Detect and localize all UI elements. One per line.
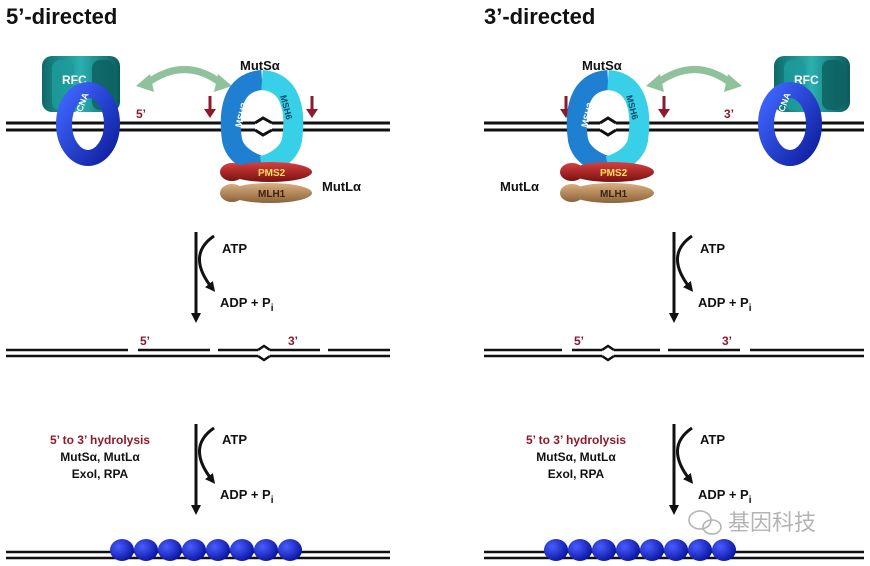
right-gap-label-5: 5’ <box>574 334 584 348</box>
svg-text:ADP + Pi: ADP + Pi <box>698 295 752 314</box>
right-rpa-beads <box>544 539 736 561</box>
right-step2-atp: ATP <box>700 432 725 447</box>
right-factors-1: MutSα, MutLα <box>536 450 616 464</box>
right-step2-arrow: ATP ADP + Pi <box>669 424 752 515</box>
left-step2-atp: ATP <box>222 432 247 447</box>
left-rpa-beads <box>110 539 302 561</box>
watermark-text: 基因科技 <box>728 511 816 536</box>
right-muts-label: MutSα <box>582 58 622 73</box>
svg-text:ADP + Pi: ADP + Pi <box>220 487 274 506</box>
left-step1-atp: ATP <box>222 241 247 256</box>
left-mutl-label: MutLα <box>322 179 361 194</box>
left-panel: 5’-directed RFC PCNA 5’ <box>6 4 390 561</box>
left-pms2-label: PMS2 <box>258 168 286 179</box>
right-step2-adp: ADP + P <box>698 487 749 502</box>
left-step1-sub: i <box>271 303 274 314</box>
left-gap-label-3: 3’ <box>288 334 298 348</box>
left-title: 5’-directed <box>6 4 117 29</box>
left-gap-label-5: 5’ <box>140 334 150 348</box>
right-rfc-label: RFC <box>794 73 819 87</box>
right-step2-sub: i <box>749 495 752 506</box>
left-mlh1-label: MLH1 <box>258 189 286 200</box>
left-step1-adp: ADP + P <box>220 295 271 310</box>
right-mutl-complex: PMS2 MLH1 <box>560 162 654 203</box>
right-hydrolysis-label: 5’ to 3’ hydrolysis <box>526 433 626 447</box>
left-mutl-complex: PMS2 MLH1 <box>220 162 312 203</box>
left-hydrolysis-label: 5’ to 3’ hydrolysis <box>50 433 150 447</box>
left-muts-label: MutSα <box>240 58 280 73</box>
left-mismatch-arrows <box>204 96 318 118</box>
right-pms2-label: PMS2 <box>600 168 628 179</box>
right-dna-gapped <box>484 344 864 362</box>
right-step1-arrow: ATP ADP + Pi <box>669 232 752 323</box>
right-mutl-label: MutLα <box>500 179 539 194</box>
left-step1-arrow: ATP ADP + Pi <box>191 232 274 323</box>
right-muts-clamp: MSH2 MSH6 <box>566 70 650 176</box>
svg-text:ADP + Pi: ADP + Pi <box>698 487 752 506</box>
left-swap-arrow <box>136 66 232 92</box>
right-panel: 3’-directed MutSα MSH2 MSH6 <box>484 4 864 561</box>
left-step2-arrow: ATP ADP + Pi <box>191 424 274 515</box>
right-step1-adp: ADP + P <box>698 295 749 310</box>
left-dna-gapped <box>6 344 390 362</box>
left-muts-clamp: MSH2 MSH6 <box>220 70 304 176</box>
wechat-icon <box>688 510 722 535</box>
right-gap-label-3: 3’ <box>722 334 732 348</box>
right-title: 3’-directed <box>484 4 595 29</box>
svg-text:ADP + Pi: ADP + Pi <box>220 295 274 314</box>
right-swap-arrow <box>646 66 742 92</box>
right-step1-sub: i <box>749 303 752 314</box>
right-factors-2: ExoI, RPA <box>548 467 605 481</box>
left-step2-adp: ADP + P <box>220 487 271 502</box>
right-step1-atp: ATP <box>700 241 725 256</box>
left-end-label: 5’ <box>136 107 146 121</box>
right-end-label: 3’ <box>724 107 734 121</box>
right-mlh1-label: MLH1 <box>600 189 628 200</box>
left-factors-1: MutSα, MutLα <box>60 450 140 464</box>
left-step2-sub: i <box>271 495 274 506</box>
watermark: 基因科技 <box>688 510 816 536</box>
left-factors-2: ExoI, RPA <box>72 467 129 481</box>
